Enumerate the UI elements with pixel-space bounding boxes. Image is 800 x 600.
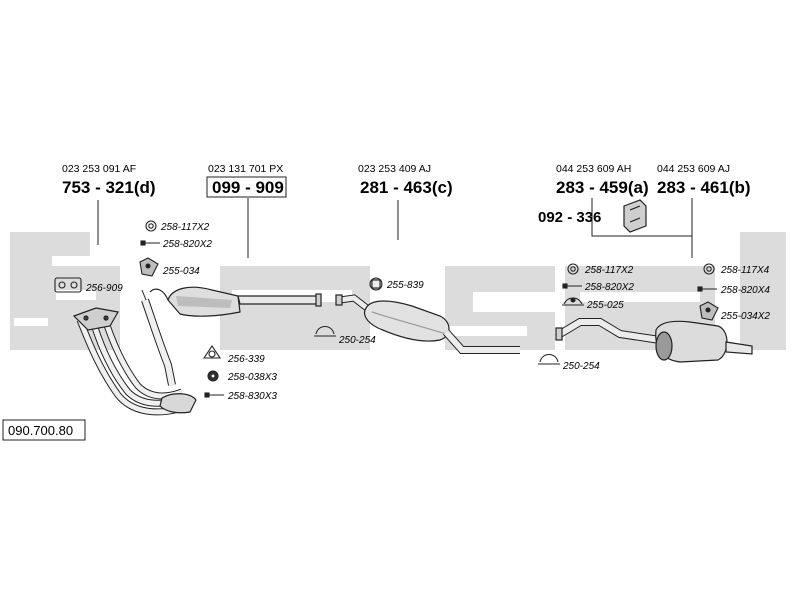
part-number[interactable]: 099 - 909 — [212, 178, 284, 197]
clamp-icon — [538, 353, 560, 365]
accessory-label[interactable]: 250-254 — [562, 361, 600, 372]
part-number[interactable]: 283 - 459(a) — [556, 178, 649, 197]
nut-icon — [207, 370, 219, 382]
diagram-ref-box — [2, 419, 86, 441]
accessory-label[interactable]: 250-254 — [338, 335, 376, 346]
rubber-mount-icon — [139, 257, 159, 277]
rubber-mount-icon — [699, 301, 719, 321]
rubber-mount-icon — [562, 297, 584, 306]
leader-lines — [97, 198, 693, 258]
part-number[interactable]: 092 - 336 — [538, 209, 601, 226]
oem-number: 044 253 609 AH — [556, 163, 631, 175]
bolt-icon — [562, 283, 582, 289]
accessory-label[interactable]: 258-038X3 — [227, 372, 277, 383]
ring-icon — [145, 220, 157, 232]
middle-silencer-part — [335, 294, 520, 354]
accessory-label[interactable]: 255-034X2 — [720, 311, 770, 322]
part-number[interactable]: 753 - 321(d) — [62, 178, 156, 197]
accessory-label[interactable]: 258-820X4 — [720, 285, 770, 296]
part-number[interactable]: 283 - 461(b) — [657, 178, 751, 197]
bracket-part — [623, 199, 647, 233]
accessory-label[interactable]: 255-034 — [162, 266, 200, 277]
oem-number: 023 131 701 PX — [208, 163, 283, 175]
oem-number: 023 253 091 AF — [62, 163, 136, 175]
oem-number: 023 253 409 AJ — [358, 163, 431, 175]
bolt-icon — [697, 286, 717, 292]
accessory-label[interactable]: 256-909 — [85, 283, 123, 294]
accessory-label[interactable]: 258-820X2 — [584, 282, 634, 293]
hanger-icon — [369, 277, 383, 291]
gasket-icon — [54, 277, 82, 293]
part-number[interactable]: 281 - 463(c) — [360, 178, 453, 197]
accessory-label[interactable]: 258-117X2 — [160, 222, 210, 233]
catalyst-part — [149, 286, 322, 317]
accessory-label[interactable]: 258-117X4 — [720, 265, 770, 276]
diagram-ref: 090.700.80 — [8, 423, 73, 438]
clamp-icon — [314, 325, 336, 337]
accessory-label[interactable]: 258-820X2 — [162, 239, 212, 250]
accessory-label[interactable]: 255-025 — [586, 300, 624, 311]
accessory-label[interactable]: 258-117X2 — [584, 265, 634, 276]
bolt-icon — [204, 392, 224, 398]
accessory-label[interactable]: 258-830X3 — [227, 391, 277, 402]
oem-number: 044 253 609 AJ — [657, 163, 730, 175]
front-pipe-part — [72, 289, 197, 416]
ring-icon — [703, 263, 715, 275]
part-number-box — [206, 176, 287, 198]
rear-silencer-part — [555, 318, 753, 363]
bolt-icon — [140, 240, 160, 246]
flange-gasket-icon — [202, 345, 222, 359]
accessory-label[interactable]: 255-839 — [386, 280, 424, 291]
accessory-label[interactable]: 256-339 — [227, 354, 265, 365]
watermark-logo — [10, 232, 786, 350]
ring-icon — [567, 263, 579, 275]
